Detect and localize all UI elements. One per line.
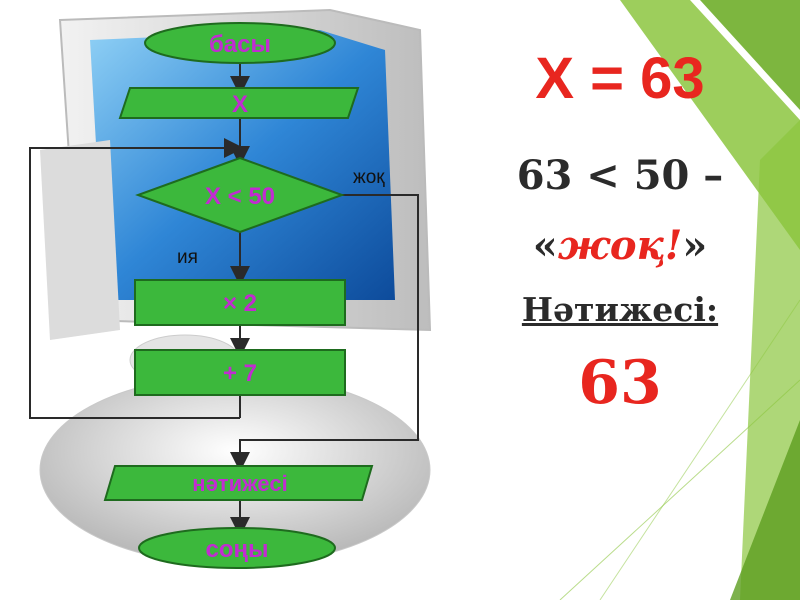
answer-open-quote: « — [533, 222, 558, 269]
add-label: + 7 — [223, 360, 257, 387]
end-label: соңы — [206, 536, 269, 563]
branch-no-label: жоқ — [353, 167, 385, 188]
start-terminal: басы — [145, 23, 335, 63]
multiply-label: × 2 — [223, 290, 257, 317]
result-label: Нәтижесі: — [470, 290, 770, 329]
start-label: басы — [209, 31, 271, 58]
end-terminal: соңы — [139, 528, 335, 568]
assignment-heading: X = 63 — [470, 45, 770, 112]
process-add: + 7 — [135, 350, 345, 395]
output-block: нәтижесі — [105, 466, 372, 500]
result-value: 63 — [470, 348, 770, 418]
answer-word: жоқ! — [558, 222, 683, 269]
process-multiply: × 2 — [135, 280, 345, 325]
decision-label: X < 50 — [205, 183, 275, 210]
answer-close-quote: » — [682, 222, 707, 269]
output-label: нәтижесі — [192, 471, 287, 496]
branch-yes-label: ия — [177, 247, 198, 268]
input-block: X — [120, 88, 358, 118]
comparison-line: 63 < 50 – — [470, 152, 770, 199]
answer-line: «жоқ!» — [470, 222, 770, 269]
input-label: X — [232, 91, 248, 118]
